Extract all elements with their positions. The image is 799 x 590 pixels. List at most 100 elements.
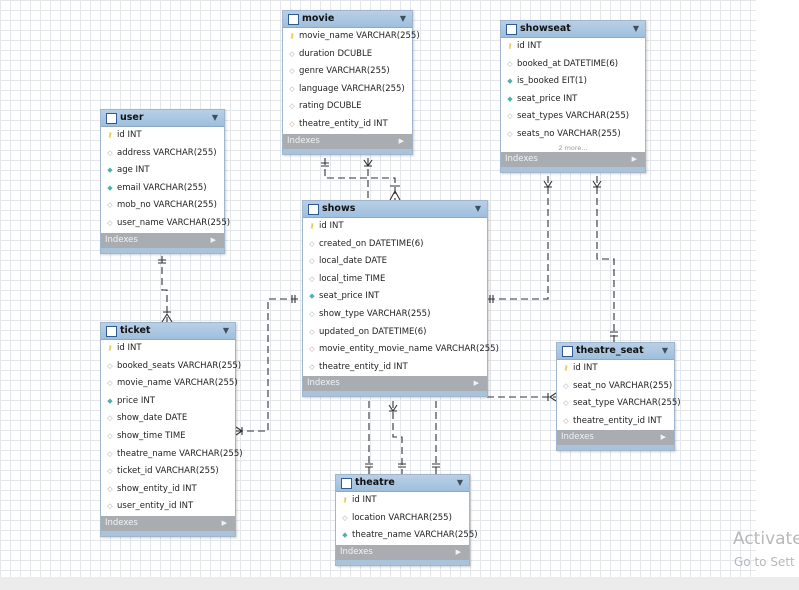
column-row[interactable]: ◇user_name VARCHAR(255) [101,215,230,233]
table-theatre-seat[interactable]: theatre_seat ▼ ⚷id INT◇seat_no VARCHAR(2… [556,342,681,452]
column-row[interactable]: ⚷id INT [557,360,674,378]
column-row[interactable]: ⚷id INT [501,38,645,56]
triangle-right-icon[interactable]: ▶ [660,433,666,442]
column-row[interactable]: ◇show_time TIME [101,428,235,446]
table-ticket[interactable]: ticket ▼ ⚷id INT◇booked_seats VARCHAR(25… [100,322,243,537]
chevron-down-icon[interactable]: ▼ [211,113,218,122]
column-row[interactable]: ◇show_entity_id INT [101,481,235,499]
diamond-icon: ◇ [507,59,513,68]
column-row[interactable]: ◇created_on DATETIME(6) [303,236,487,254]
column-row[interactable]: ◇user_entity_id INT [101,498,235,516]
indexes-bar[interactable]: Indexes▶ [303,376,487,392]
column-row[interactable]: ◇booked_seats VARCHAR(255) [101,358,241,376]
mark-showseat-a [543,180,553,188]
table-showseat[interactable]: showseat ▼ ⚷id INT◇booked_at DATETIME(6)… [500,20,646,173]
column-row[interactable]: ◇theatre_entity_id INT [557,413,674,431]
column-row[interactable]: ◇local_date DATE [303,253,487,271]
column-row[interactable]: ◇mob_no VARCHAR(255) [101,197,224,215]
column-row[interactable]: ◇location VARCHAR(255) [336,510,469,528]
more-columns-label[interactable]: 2 more... [558,143,588,152]
column-row[interactable]: ◇movie_name VARCHAR(255) [101,375,237,393]
column-row[interactable]: ◇theatre_name VARCHAR(255) [101,446,242,464]
table-header[interactable]: shows ▼ [303,201,487,218]
column-row[interactable]: ◇show_type VARCHAR(255) [303,306,487,324]
chevron-down-icon[interactable]: ▼ [661,346,668,355]
table-movie[interactable]: movie ▼ ⚷movie_name VARCHAR(255)◇duratio… [282,10,420,155]
table-header[interactable]: theatre ▼ [336,475,469,492]
table-icon [106,326,117,337]
column-row[interactable]: ◆seat_price INT [501,91,645,109]
column-label: theatre_entity_id INT [319,361,408,372]
column-row[interactable]: ⚷movie_name VARCHAR(255) [283,28,419,46]
column-row[interactable]: ◆theatre_name VARCHAR(255) [336,527,477,545]
column-label: is_booked EIT(1) [517,76,587,87]
indexes-bar[interactable]: Indexes▶ [283,133,412,149]
column-row[interactable]: ◇rating DCUBLE [283,98,412,116]
column-row[interactable]: ⚷id INT [101,340,235,358]
column-label: id INT [517,41,542,51]
chevron-down-icon[interactable]: ▼ [632,24,639,33]
column-row[interactable]: ⚷id INT [101,127,224,145]
triangle-right-icon[interactable]: ▶ [398,136,404,145]
column-row[interactable]: ◆age INT [101,162,224,180]
table-theatre[interactable]: theatre ▼ ⚷id INT◇location VARCHAR(255)◆… [335,474,478,566]
indexes-bar[interactable]: Indexes▶ [557,430,674,446]
column-row[interactable]: ⚷id INT [336,492,469,510]
column-row[interactable]: ◇language VARCHAR(255) [283,81,412,99]
column-row[interactable]: ◆price INT [101,393,235,411]
column-row[interactable]: ◇seat_no VARCHAR(255) [557,378,674,396]
chevron-down-icon[interactable]: ▼ [474,204,481,213]
table-header[interactable]: user ▼ [101,110,224,127]
column-row[interactable]: ◇duration DCUBLE [283,46,412,64]
chevron-down-icon[interactable]: ▼ [399,14,406,23]
column-row[interactable]: ◇seat_type VARCHAR(255) [557,395,680,413]
column-row[interactable]: ◇local_time TIME [303,271,487,289]
relation-showseat-theatre-seat [596,176,615,342]
relation-showseat-shows [487,176,549,300]
triangle-right-icon[interactable]: ▶ [631,154,637,163]
column-row[interactable]: ◇updated_on DATETIME(6) [303,324,487,342]
column-row[interactable]: ◇theatre_entity_id INT [303,359,487,377]
column-row[interactable]: ◇seat_types VARCHAR(255) [501,108,645,126]
triangle-right-icon[interactable]: ▶ [455,547,461,556]
table-header[interactable]: movie ▼ [283,11,412,28]
table-header[interactable]: showseat ▼ [501,21,645,38]
indexes-bar[interactable]: Indexes▶ [501,151,645,167]
column-label: user_entity_id INT [117,501,194,512]
column-row[interactable]: ⚷id INT [303,218,487,236]
column-row[interactable]: ◇address VARCHAR(255) [101,145,224,163]
table-user[interactable]: user ▼ ⚷id INT◇address VARCHAR(255)◆age … [100,109,230,254]
column-row[interactable]: ◇booked_at DATETIME(6) [501,56,645,74]
chevron-down-icon[interactable]: ▼ [456,478,463,487]
column-row[interactable]: ◇movie_entity_movie_name VARCHAR(255) [303,341,499,359]
indexes-bar[interactable]: Indexes ▶ [101,232,224,248]
triangle-right-icon[interactable]: ▶ [210,235,216,244]
column-row[interactable]: ◆is_booked EIT(1) [501,73,645,91]
column-label: updated_on DATETIME(6) [319,326,427,337]
triangle-right-icon[interactable]: ▶ [473,379,479,388]
table-shows[interactable]: shows ▼ ⚷id INT◇created_on DATETIME(6)◇l… [302,200,499,398]
relation-movie-shows-a [324,158,396,200]
column-row[interactable]: ◇show_date DATE [101,410,235,428]
table-title: user [120,112,144,123]
column-label: created_on DATETIME(6) [319,238,424,249]
diamond-icon: ◇ [107,484,113,493]
column-label: id INT [352,495,377,505]
indexes-label: Indexes [105,234,138,245]
table-header[interactable]: ticket ▼ [101,323,235,340]
table-icon [106,113,117,124]
diamond-icon: ◇ [507,129,513,138]
chevron-down-icon[interactable]: ▼ [222,326,229,335]
triangle-right-icon[interactable]: ▶ [221,518,227,527]
column-row[interactable]: ◇ticket_id VARCHAR(255) [101,463,235,481]
column-row[interactable]: ◇genre VARCHAR(255) [283,63,412,81]
table-header[interactable]: theatre_seat ▼ [557,343,674,360]
indexes-bar[interactable]: Indexes▶ [336,544,469,560]
indexes-bar[interactable]: Indexes▶ [101,515,235,531]
column-row[interactable]: ◇seats_no VARCHAR(255) [501,126,645,144]
column-row[interactable]: ◇theatre_entity_id INT [283,116,412,134]
column-row[interactable]: ◆seat_price INT [303,288,487,306]
column-row[interactable]: ◆email VARCHAR(255) [101,180,224,198]
column-label: theatre_entity_id INT [573,415,662,426]
